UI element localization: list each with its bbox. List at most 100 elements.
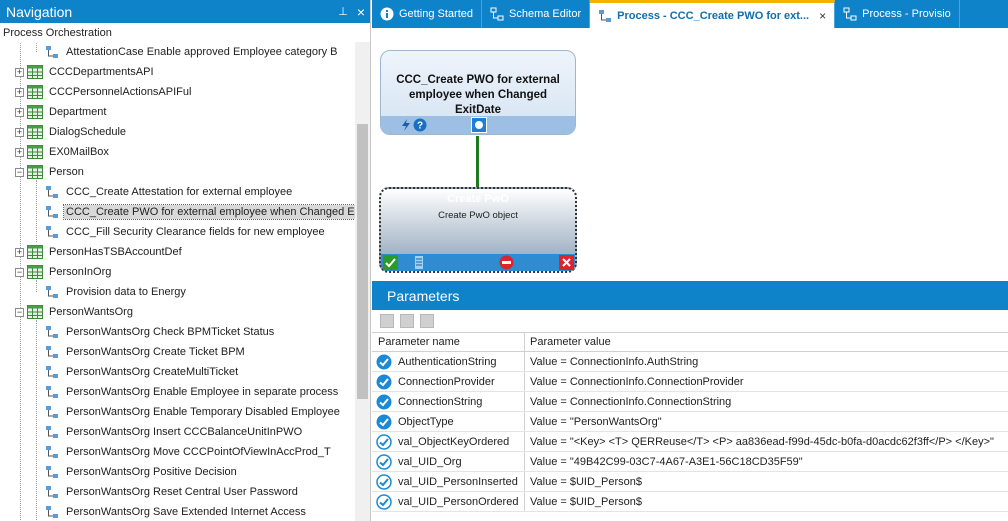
close-icon[interactable]: × [356,3,366,20]
parameter-value[interactable]: Value = $UID_Person$ [530,475,643,488]
parameters-toolbar [372,310,1008,332]
tree-item[interactable]: CCC_Create Attestation for external empl… [0,182,355,202]
table-row[interactable]: val_UID_PersonInserted Value = $UID_Pers… [372,472,1008,492]
tree-item[interactable]: PersonWantsOrg Enable Employee in separa… [0,382,355,402]
tree-item[interactable]: PersonWantsOrg Insert CCCBalanceUnitInPW… [0,422,355,442]
expand-icon[interactable]: + [15,66,24,77]
tree-item[interactable]: + Department [0,102,355,122]
tab-getting-started[interactable]: Getting Started [372,0,482,28]
add-parameter-icon[interactable] [380,314,394,328]
parameter-name: ObjectType [398,415,454,428]
process-node-title: CCC_Create PWO for external employee whe… [396,74,560,116]
process-tree: AttestationCase Enable approved Employee… [0,42,355,521]
success-check-icon[interactable] [383,255,398,270]
table-row[interactable]: val_ObjectKeyOrdered Value = "<Key> <T> … [372,432,1008,452]
tree-item-label: PersonWantsOrg [49,306,133,318]
tree-item[interactable]: PersonWantsOrg CreateMultiTicket [0,362,355,382]
tree-item[interactable]: AttestationCase Enable approved Employee… [0,42,355,62]
tree-item[interactable]: − Person [0,162,355,182]
table-icon [27,165,43,179]
collapse-icon[interactable]: − [15,306,24,317]
check-circle-outline-icon [376,493,392,510]
column-header-name[interactable]: Parameter name [372,333,525,351]
tab-process-provision[interactable]: Process - Provisio [835,0,960,28]
parameter-value[interactable]: Value = ConnectionInfo.ConnectionString [530,395,732,408]
column-header-value[interactable]: Parameter value [530,336,611,348]
table-icon [27,65,43,79]
tree-item[interactable]: PersonWantsOrg Positive Decision [0,462,355,482]
collapse-icon[interactable]: − [15,166,24,177]
tab-close-icon[interactable]: × [819,8,827,23]
schema-icon [490,7,504,21]
tree-item[interactable]: PersonWantsOrg Enable Temporary Disabled… [0,402,355,422]
check-circle-outline-icon [376,473,392,490]
check-circle-icon [376,354,392,369]
tree-item[interactable]: + PersonHasTSBAccountDef [0,242,355,262]
tree-item[interactable]: − PersonInOrg [0,262,355,282]
parameter-value[interactable]: Value = $UID_Person$ [530,495,643,508]
up-icon[interactable] [420,314,434,328]
tree-item[interactable]: PersonWantsOrg Move CCCPointOfViewInAccP… [0,442,355,462]
tab-schema-editor[interactable]: Schema Editor [482,0,591,28]
tab-process-create-pwo[interactable]: Process - CCC_Create PWO for ext... × [590,0,836,28]
help-icon[interactable]: ? [413,118,427,132]
process-step-node[interactable]: Create PwO Create PwO object [379,187,577,273]
expand-icon[interactable]: + [15,146,24,157]
process-start-node[interactable]: CCC_Create PWO for external employee whe… [380,50,576,135]
tree-item-label: DialogSchedule [49,126,127,138]
tree-item-label: AttestationCase Enable approved Employee… [66,46,338,58]
process-icon [46,406,58,418]
table-row[interactable]: AuthenticationString Value = ConnectionI… [372,352,1008,372]
navigation-scrollbar[interactable] [355,42,370,521]
table-row[interactable]: val_UID_Org Value = "49B42C99-03C7-4A67-… [372,452,1008,472]
tree-item-label: PersonInOrg [49,266,112,278]
tree-item[interactable]: + EX0MailBox [0,142,355,162]
process-canvas[interactable]: CCC_Create PWO for external employee whe… [372,28,1008,281]
connection-port-icon[interactable] [471,117,487,133]
delete-parameter-icon[interactable] [400,314,414,328]
navigation-root-label: Process Orchestration [3,27,112,39]
expand-icon[interactable]: + [15,106,24,117]
parameter-value[interactable]: Value = "<Key> <T> QERReuse</T> <P> aa83… [530,435,994,448]
lightning-icon[interactable] [399,118,413,132]
stop-icon[interactable] [499,255,514,270]
tree-item[interactable]: CCC_Fill Security Clearance fields for n… [0,222,355,242]
pin-icon[interactable]: ⊥ [338,6,348,18]
parameter-value[interactable]: Value = ConnectionInfo.ConnectionProvide… [530,375,744,388]
table-row[interactable]: ObjectType Value = "PersonWantsOrg" [372,412,1008,432]
table-row[interactable]: ConnectionProvider Value = ConnectionInf… [372,372,1008,392]
failure-x-icon[interactable] [559,255,574,270]
tab-label: Getting Started [399,8,473,20]
parameter-value[interactable]: Value = "PersonWantsOrg" [530,415,662,428]
expand-icon[interactable]: + [15,246,24,257]
tree-item[interactable]: − PersonWantsOrg [0,302,355,322]
check-circle-icon [376,374,392,389]
tree-item-selected[interactable]: CCC_Create PWO for external employee whe… [0,202,355,222]
parameter-name: val_UID_PersonInserted [398,475,518,488]
parameter-value[interactable]: Value = "49B42C99-03C7-4A67-A3E1-56C18CD… [530,455,803,468]
process-icon [46,386,58,398]
collapse-icon[interactable]: − [15,266,24,277]
table-row[interactable]: ConnectionString Value = ConnectionInfo.… [372,392,1008,412]
tree-item[interactable]: PersonWantsOrg Create Ticket BPM [0,342,355,362]
tree-item[interactable]: Provision data to Energy [0,282,355,302]
table-row[interactable]: val_UID_PersonOrdered Value = $UID_Perso… [372,492,1008,512]
tree-item[interactable]: PersonWantsOrg Save Extended Internet Ac… [0,502,355,521]
tree-item[interactable]: + DialogSchedule [0,122,355,142]
parameter-name: val_UID_PersonOrdered [398,495,519,508]
parameter-icon[interactable] [415,256,423,269]
tree-item-label: PersonWantsOrg Positive Decision [66,466,237,478]
expand-icon[interactable]: + [15,126,24,137]
tree-item[interactable]: PersonWantsOrg Reset Central User Passwo… [0,482,355,502]
tree-item[interactable]: PersonWantsOrg Check BPMTicket Status [0,322,355,342]
scrollbar-thumb[interactable] [357,124,368,399]
process-icon [46,326,58,338]
expand-icon[interactable]: + [15,86,24,97]
tree-item[interactable]: + CCCPersonnelActionsAPIFul [0,82,355,102]
tree-item-label: CCC_Fill Security Clearance fields for n… [66,226,325,238]
check-circle-outline-icon [376,433,392,450]
tree-item[interactable]: + CCCDepartmentsAPI [0,62,355,82]
info-icon [380,7,394,21]
parameter-value[interactable]: Value = ConnectionInfo.AuthString [530,355,699,368]
tree-item-label: CCC_Create Attestation for external empl… [66,186,293,198]
